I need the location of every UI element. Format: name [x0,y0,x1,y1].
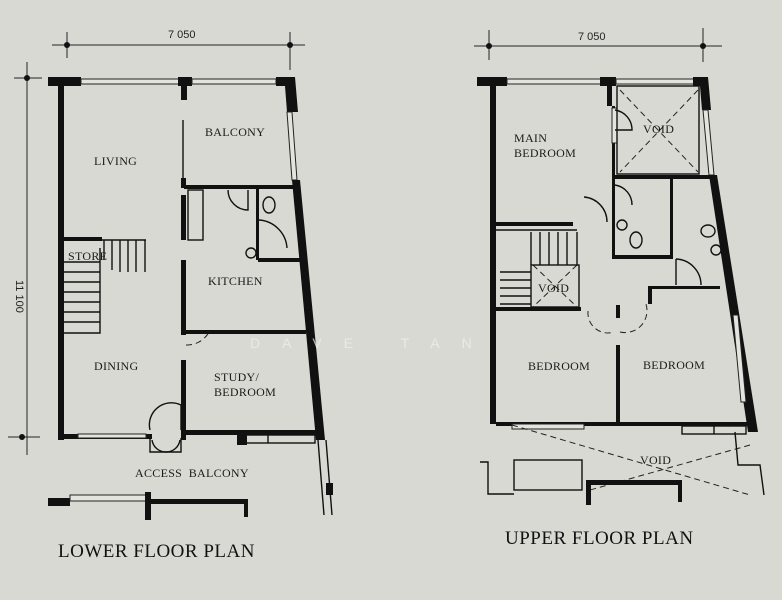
upper-floor-plan: 7 050 [474,28,765,549]
room-label-bedroom-left: BEDROOM [528,359,590,373]
room-label-kitchen: KITCHEN [208,274,263,288]
room-label-void-stair: VOID [538,281,569,295]
lower-floor-plan-title: LOWER FLOOR PLAN [58,541,255,562]
room-label-void-bottom: VOID [640,453,671,467]
room-label-dining: DINING [94,359,138,373]
depth-dimension-line [8,62,42,455]
room-label-void-top: VOID [643,122,674,136]
upper-width-dimension-label: 7 050 [578,31,606,43]
width-dimension-line [52,32,305,70]
upper-floor-plan-title: UPPER FLOOR PLAN [505,528,694,549]
depth-dimension-label: 11 100 [13,280,25,313]
lower-floor-plan: 7 050 11 100 [8,29,333,562]
watermark: DAVE TAN [250,335,494,351]
room-label-study: STUDY/ [214,370,260,384]
width-dimension-label: 7 050 [168,29,196,41]
room-label-access-balcony: ACCESS BALCONY [135,466,249,480]
room-label-main-bedroom-2: BEDROOM [514,146,576,160]
room-label-study-bedroom: BEDROOM [214,385,276,399]
room-label-living: LIVING [94,154,137,168]
room-label-bedroom-right: BEDROOM [643,358,705,372]
upper-width-dimension-line [474,28,722,62]
room-label-main-bedroom-1: MAIN [514,131,547,145]
room-label-balcony: BALCONY [205,125,265,139]
room-label-store: STORE [68,249,107,263]
